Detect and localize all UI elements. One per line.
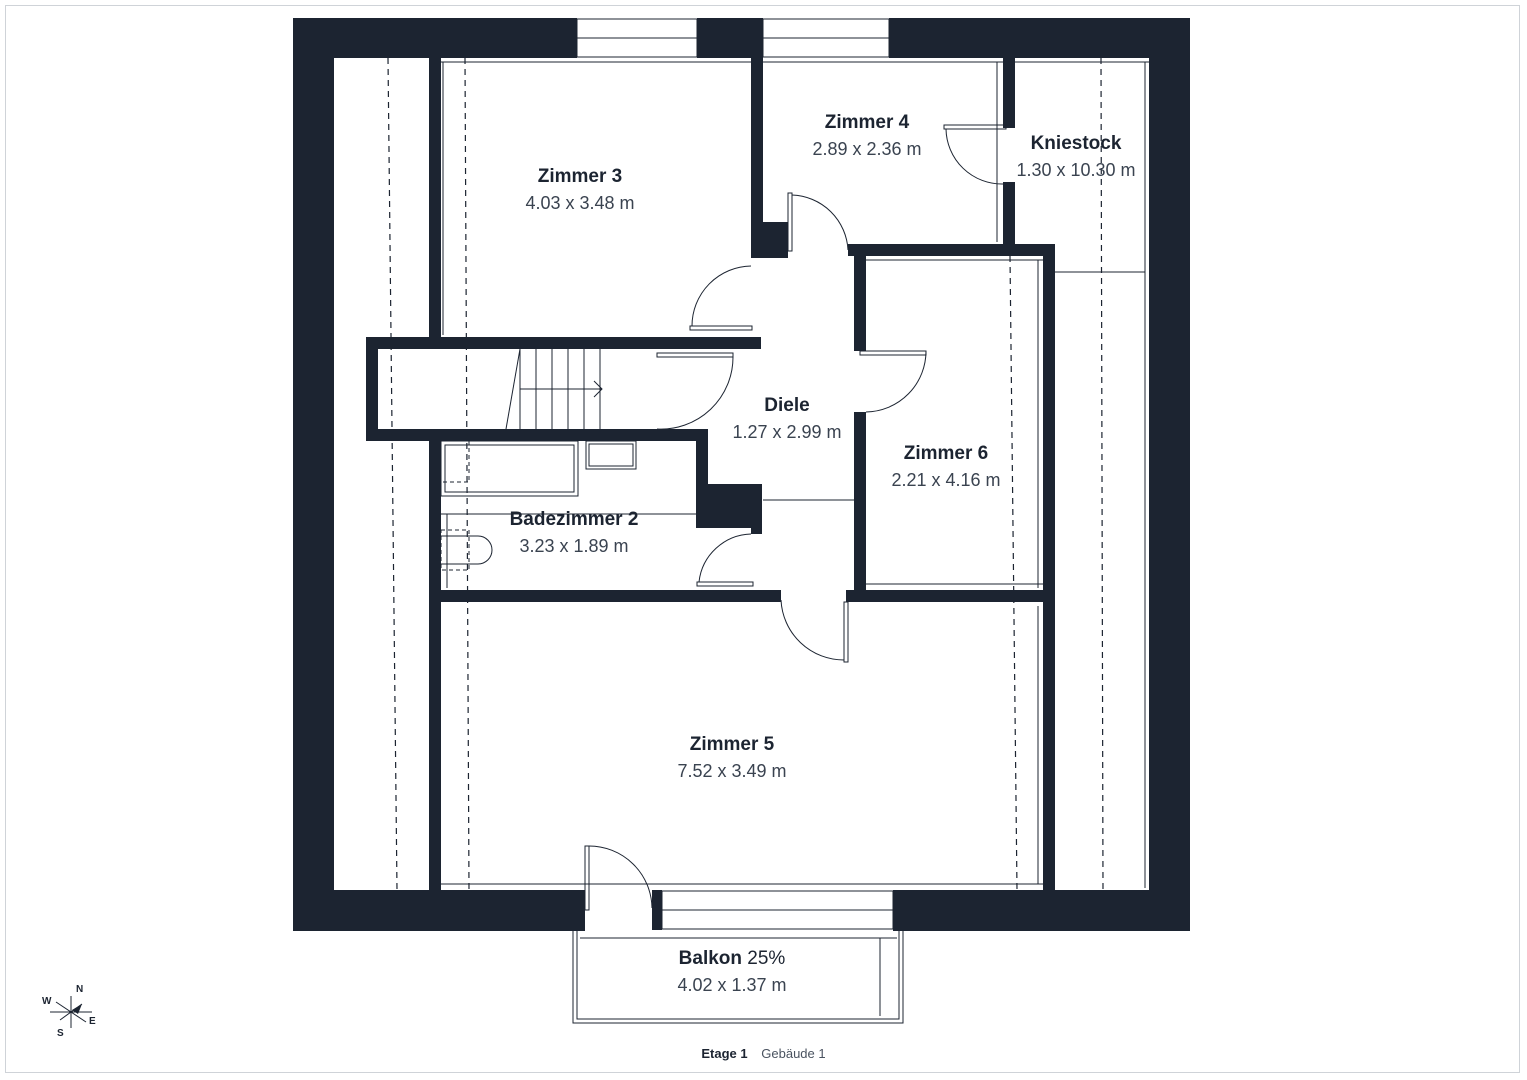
compass: N W E S	[38, 982, 104, 1042]
room-label-zimmer-4: Zimmer 4 2.89 x 2.36 m	[812, 110, 921, 162]
room-name: Zimmer 6	[903, 443, 989, 464]
compass-rose-icon	[50, 996, 92, 1028]
footer: Etage 1 Gebäude 1	[0, 1046, 1527, 1061]
windows	[576, 18, 894, 930]
room-dimensions: 1.30 x 10.30 m	[1016, 160, 1136, 180]
room-dimensions: 7.52 x 3.49 m	[677, 761, 787, 781]
compass-w: W	[42, 996, 52, 1007]
room-label-kniestock: Kniestock 1.30 x 10.30 m	[1016, 131, 1135, 183]
slope-lines	[387, 57, 1104, 891]
room-dimensions: 2.89 x 2.36 m	[812, 139, 922, 159]
room-name: Kniestock	[1030, 133, 1122, 154]
room-label-balkon: Balkon 25% 4.02 x 1.37 m	[677, 946, 786, 998]
room-label-badezimmer-2: Badezimmer 2 3.23 x 1.89 m	[510, 507, 639, 559]
room-name: Zimmer 3	[537, 166, 623, 187]
room-name-text: Balkon	[678, 948, 743, 969]
room-name-suffix: 25%	[742, 948, 786, 969]
room-label-zimmer-3: Zimmer 3 4.03 x 3.48 m	[525, 164, 634, 216]
room-name: Badezimmer 2	[509, 509, 639, 530]
doors	[584, 124, 1007, 911]
room-dimensions: 3.23 x 1.89 m	[519, 536, 629, 556]
outer-walls	[293, 18, 1190, 931]
page-border	[5, 5, 1520, 1073]
room-name: Balkon 25%	[677, 946, 786, 972]
floor-label: Etage 1	[701, 1046, 748, 1061]
room-dimensions: 1.27 x 2.99 m	[732, 422, 842, 442]
bathroom-fixtures	[440, 440, 637, 571]
room-name: Diele	[764, 395, 810, 416]
room-name: Zimmer 4	[824, 112, 910, 133]
room-dimensions: 4.02 x 1.37 m	[677, 975, 787, 995]
measure-lines	[441, 61, 1149, 1016]
room-name: Zimmer 5	[689, 734, 775, 755]
compass-n: N	[76, 984, 84, 995]
compass-s: S	[57, 1028, 64, 1039]
room-label-zimmer-6: Zimmer 6 2.21 x 4.16 m	[891, 441, 1000, 493]
balcony	[572, 931, 904, 1024]
interior-walls	[366, 58, 1055, 892]
stairs	[505, 348, 603, 430]
room-dimensions: 4.03 x 3.48 m	[525, 193, 635, 213]
room-label-diele: Diele 1.27 x 2.99 m	[732, 393, 841, 445]
compass-e: E	[89, 1016, 96, 1027]
room-label-zimmer-5: Zimmer 5 7.52 x 3.49 m	[677, 732, 786, 784]
room-dimensions: 2.21 x 4.16 m	[891, 470, 1001, 490]
building-label: Gebäude 1	[761, 1046, 826, 1061]
